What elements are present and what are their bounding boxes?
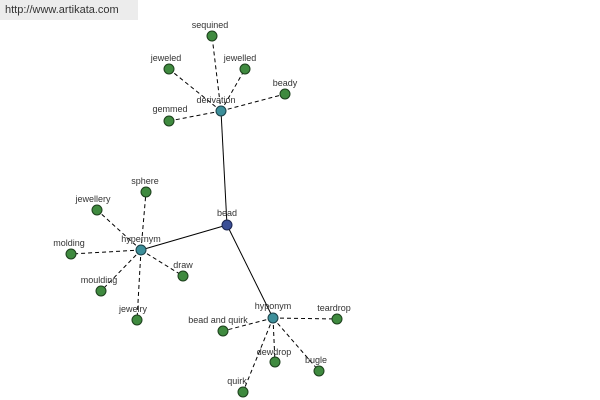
node-bead-and-quirk[interactable]: bead and quirk — [188, 315, 248, 337]
node-bugle-dot[interactable] — [313, 365, 325, 377]
node-hyponym[interactable]: hyponym — [255, 301, 292, 324]
node-jewelled-label[interactable]: jewelled — [223, 53, 257, 63]
edge-hyponym-quirk — [242, 317, 274, 393]
node-bead[interactable]: bead — [217, 208, 237, 231]
node-derivation-label[interactable]: derivation — [196, 95, 235, 105]
node-sphere-dot[interactable] — [140, 186, 152, 198]
node-beady[interactable]: beady — [273, 78, 298, 100]
edge-hypernym-sphere — [140, 191, 147, 251]
url-banner[interactable]: http://www.artikata.com — [0, 0, 138, 20]
node-beady-label[interactable]: beady — [273, 78, 298, 88]
node-quirk[interactable]: quirk — [227, 376, 249, 398]
edge-hypernym-molding — [70, 249, 142, 255]
node-bead-and-quirk-dot[interactable] — [217, 325, 229, 337]
node-hypernym[interactable]: hypernym — [121, 234, 161, 256]
node-sequined[interactable]: sequined — [192, 20, 229, 42]
edge-bead-hypernym — [140, 224, 228, 251]
node-jewelled-dot[interactable] — [239, 63, 251, 75]
nodes-layer: sequined jeweled jewelled beady gemmed sphere… — [53, 20, 351, 398]
node-jewelled[interactable]: jewelled — [223, 53, 257, 75]
node-sphere[interactable]: sphere — [131, 176, 159, 198]
edge-hyponym-teardrop — [272, 317, 338, 320]
node-bugle[interactable]: bugle — [305, 355, 327, 377]
node-derivation-dot[interactable] — [215, 105, 227, 117]
node-dewdrop-dot[interactable] — [269, 356, 281, 368]
node-dewdrop[interactable]: dewdrop — [257, 347, 292, 368]
node-sequined-label[interactable]: sequined — [192, 20, 229, 30]
node-hypernym-label[interactable]: hypernym — [121, 234, 161, 244]
node-jewellery-dot[interactable] — [91, 204, 103, 216]
node-dewdrop-label[interactable]: dewdrop — [257, 347, 292, 357]
node-jeweled[interactable]: jeweled — [150, 53, 182, 75]
node-teardrop[interactable]: teardrop — [317, 303, 351, 325]
node-draw[interactable]: draw — [173, 260, 193, 282]
node-jewelry-label[interactable]: jewelry — [118, 304, 148, 314]
edges-layer — [70, 35, 338, 393]
node-gemmed[interactable]: gemmed — [152, 104, 188, 127]
node-bead-label[interactable]: bead — [217, 208, 237, 218]
node-jewellery[interactable]: jewellery — [74, 194, 111, 216]
node-draw-dot[interactable] — [177, 270, 189, 282]
node-quirk-label[interactable]: quirk — [227, 376, 247, 386]
edge-derivation-sequined — [211, 35, 222, 112]
node-teardrop-label[interactable]: teardrop — [317, 303, 351, 313]
edge-hypernym-jewellery — [96, 209, 142, 251]
node-hyponym-dot[interactable] — [267, 312, 279, 324]
node-sequined-dot[interactable] — [206, 30, 218, 42]
node-bugle-label[interactable]: bugle — [305, 355, 327, 365]
edge-hypernym-draw — [140, 249, 184, 277]
edge-hypernym-jewelry — [136, 249, 142, 321]
node-draw-label[interactable]: draw — [173, 260, 193, 270]
edge-hyponym-dewdrop — [272, 317, 276, 363]
node-jewelry-dot[interactable] — [131, 314, 143, 326]
node-jewellery-label[interactable]: jewellery — [74, 194, 111, 204]
node-gemmed-dot[interactable] — [163, 115, 175, 127]
edge-bead-derivation — [220, 110, 228, 226]
edge-hyponym-bead-and-quirk — [222, 317, 274, 332]
node-gemmed-label[interactable]: gemmed — [152, 104, 187, 114]
node-quirk-dot[interactable] — [237, 386, 249, 398]
node-jeweled-label[interactable]: jeweled — [150, 53, 182, 63]
node-teardrop-dot[interactable] — [331, 313, 343, 325]
node-jewelry[interactable]: jewelry — [118, 304, 148, 326]
edge-hypernym-moulding — [100, 249, 142, 292]
edge-derivation-jewelled — [220, 68, 246, 112]
edge-hyponym-bugle — [272, 317, 320, 372]
edge-bead-hyponym — [226, 224, 274, 319]
node-derivation[interactable]: derivation — [196, 95, 236, 117]
node-hyponym-label[interactable]: hyponym — [255, 301, 292, 311]
node-molding[interactable]: molding — [53, 238, 85, 260]
node-jeweled-dot[interactable] — [163, 63, 175, 75]
node-molding-label[interactable]: molding — [53, 238, 85, 248]
node-moulding-label[interactable]: moulding — [81, 275, 118, 285]
node-molding-dot[interactable] — [65, 248, 77, 260]
node-bead-dot[interactable] — [221, 219, 233, 231]
node-beady-dot[interactable] — [279, 88, 291, 100]
node-moulding[interactable]: moulding — [81, 275, 118, 297]
node-moulding-dot[interactable] — [95, 285, 107, 297]
edge-derivation-gemmed — [168, 110, 222, 122]
node-hypernym-dot[interactable] — [135, 244, 147, 256]
node-sphere-label[interactable]: sphere — [131, 176, 159, 186]
node-bead-and-quirk-label[interactable]: bead and quirk — [188, 315, 248, 325]
